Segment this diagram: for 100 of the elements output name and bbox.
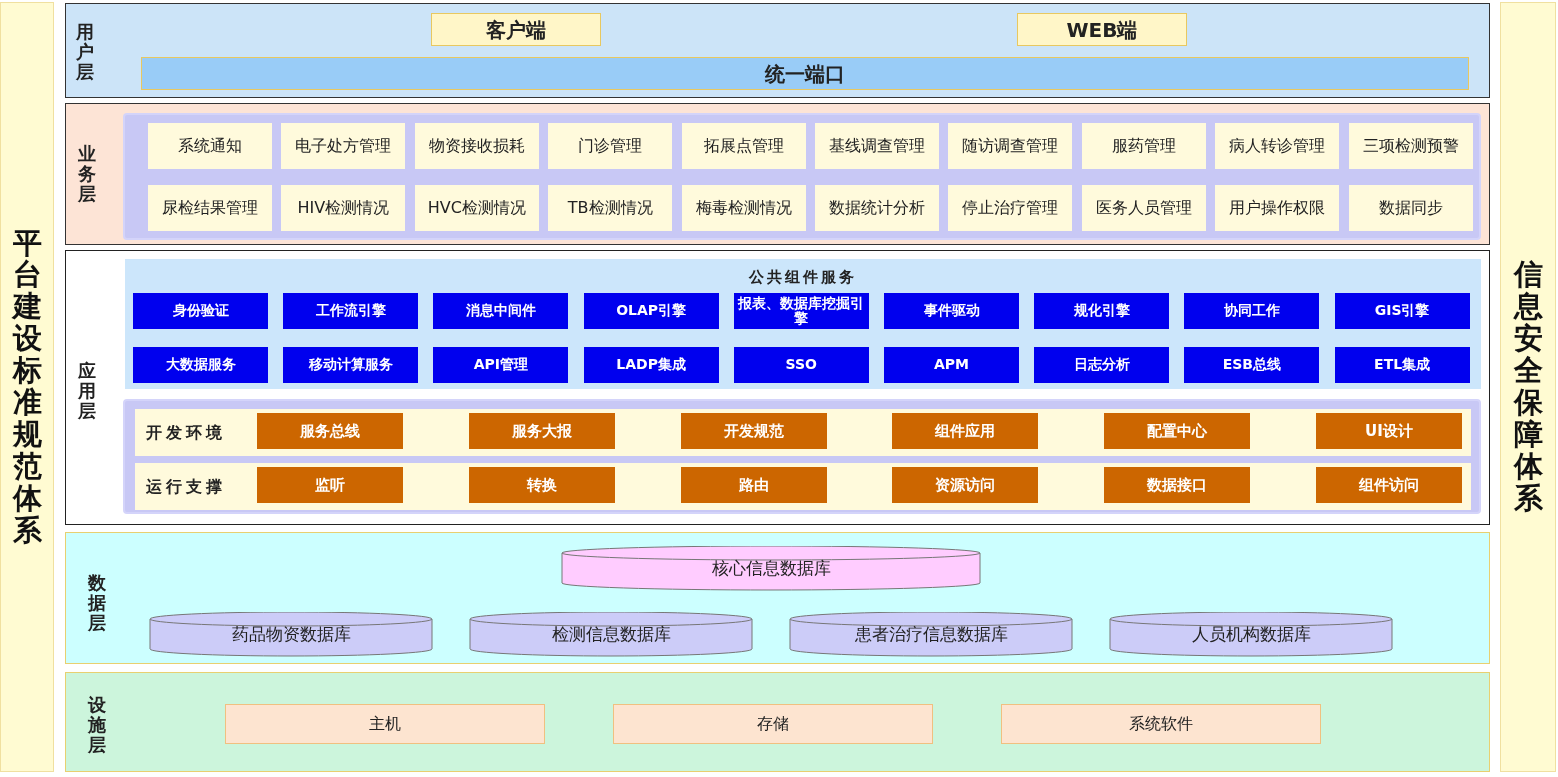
side-panel: [1500, 2, 1556, 772]
service-label: SSO: [784, 357, 818, 373]
module-label: 尿检结果管理: [161, 199, 259, 217]
client-label: WEB端: [1065, 18, 1139, 41]
service-box: [133, 347, 268, 383]
row-heading: 开发环境: [145, 423, 227, 442]
module-box: [281, 185, 406, 231]
function-label: 组件访问: [1358, 476, 1420, 494]
function-box: [468, 467, 615, 503]
function-box: [257, 467, 403, 503]
module-box: [948, 185, 1073, 231]
service-label: 日志分析: [1072, 357, 1131, 373]
infrastructure-box: [1001, 704, 1321, 744]
service-box: [1034, 293, 1170, 329]
service-box: [884, 293, 1019, 329]
service-box: [1184, 347, 1320, 383]
module-label: 梅毒检测情况: [694, 199, 793, 217]
module-label: 随访调查管理: [961, 137, 1060, 155]
service-label: 大数据服务: [164, 357, 237, 373]
module-box: [1215, 123, 1340, 169]
infrastructure-box: [613, 704, 933, 744]
module-box: [815, 123, 939, 169]
service-box: [583, 347, 719, 383]
function-box: [468, 413, 615, 449]
service-box: [1034, 347, 1170, 383]
module-label: 数据统计分析: [828, 199, 926, 217]
function-label: 开发规范: [722, 422, 785, 440]
service-box: [433, 347, 569, 383]
module-box: [414, 185, 539, 231]
service-label: API管理: [472, 357, 530, 373]
module-label: HVC检测情况: [426, 199, 527, 217]
infrastructure-label: 存储: [756, 715, 790, 733]
function-label: UI设计: [1364, 422, 1414, 440]
function-box: [1316, 413, 1462, 449]
layer-heading: 业务层: [78, 142, 96, 206]
service-box: [1334, 293, 1470, 329]
side-panel: [0, 2, 54, 772]
service-label: 规化引擎: [1072, 303, 1131, 319]
service-box: [433, 293, 569, 329]
function-label: 资源访问: [934, 476, 997, 494]
module-box: [414, 123, 539, 169]
port-bar: [141, 57, 1469, 90]
port-label: 统一端口: [763, 62, 846, 85]
function-label: 数据接口: [1146, 476, 1209, 494]
service-label: OLAP引擎: [615, 303, 688, 319]
layer-heading: 应用层: [78, 359, 96, 423]
module-box: [148, 185, 272, 231]
layer-heading: 用户层: [76, 20, 94, 84]
row-panel: [135, 409, 1471, 456]
service-label: GIS引擎: [1373, 303, 1431, 319]
function-box: [1104, 413, 1251, 449]
module-label: 三项检测预警: [1361, 137, 1460, 155]
module-label: 服药管理: [1110, 137, 1177, 155]
panel-title: 信息安全保障体系: [1513, 259, 1543, 515]
service-box: [133, 293, 268, 329]
row-heading: 运行支撑: [145, 477, 227, 496]
function-box: [1104, 467, 1251, 503]
service-box: [1184, 293, 1320, 329]
module-box: [1081, 123, 1206, 169]
function-box: [257, 413, 403, 449]
module-label: 电子处方管理: [294, 137, 393, 155]
database-label: 药品物资数据库: [230, 625, 352, 644]
module-box: [548, 185, 673, 231]
service-label: ETL集成: [1373, 357, 1432, 373]
service-panel: [125, 259, 1481, 389]
module-box: [1348, 123, 1473, 169]
service-box: [583, 293, 719, 329]
service-box: [1334, 347, 1470, 383]
module-label: 停止治疗管理: [961, 199, 1060, 217]
database-label: 人员机构数据库: [1190, 625, 1312, 644]
function-label: 路由: [737, 476, 770, 494]
database-label: 核心信息数据库: [710, 559, 832, 578]
module-box: [281, 123, 406, 169]
function-label: 监听: [314, 476, 346, 494]
function-label: 配置中心: [1146, 422, 1209, 440]
service-box: [283, 293, 419, 329]
module-label: HIV检测情况: [296, 199, 391, 217]
infrastructure-label: 主机: [368, 715, 402, 733]
module-label: 物资接收损耗: [427, 137, 526, 155]
service-box: [283, 347, 419, 383]
layer-panel: [65, 672, 1490, 772]
module-box: [948, 123, 1073, 169]
module-label: 用户操作权限: [1228, 199, 1327, 217]
function-label: 转换: [525, 476, 558, 494]
service-label: 报表、数据库挖掘引擎: [736, 295, 866, 327]
service-label: 协同工作: [1222, 303, 1281, 319]
service-label: 工作流引擎: [314, 303, 387, 319]
module-box: [681, 185, 806, 231]
module-box: [1081, 185, 1206, 231]
module-box: [1348, 185, 1473, 231]
layer-heading: 设施层: [88, 693, 106, 757]
module-box: [1215, 185, 1340, 231]
module-label: 医务人员管理: [1094, 199, 1193, 217]
client-label: 客户端: [485, 18, 547, 41]
function-label: 组件应用: [934, 422, 997, 440]
function-label: 服务总线: [299, 422, 361, 440]
infrastructure-box: [225, 704, 545, 744]
service-label: APM: [933, 357, 970, 373]
service-label: 事件驱动: [922, 303, 981, 319]
module-box: [148, 123, 272, 169]
